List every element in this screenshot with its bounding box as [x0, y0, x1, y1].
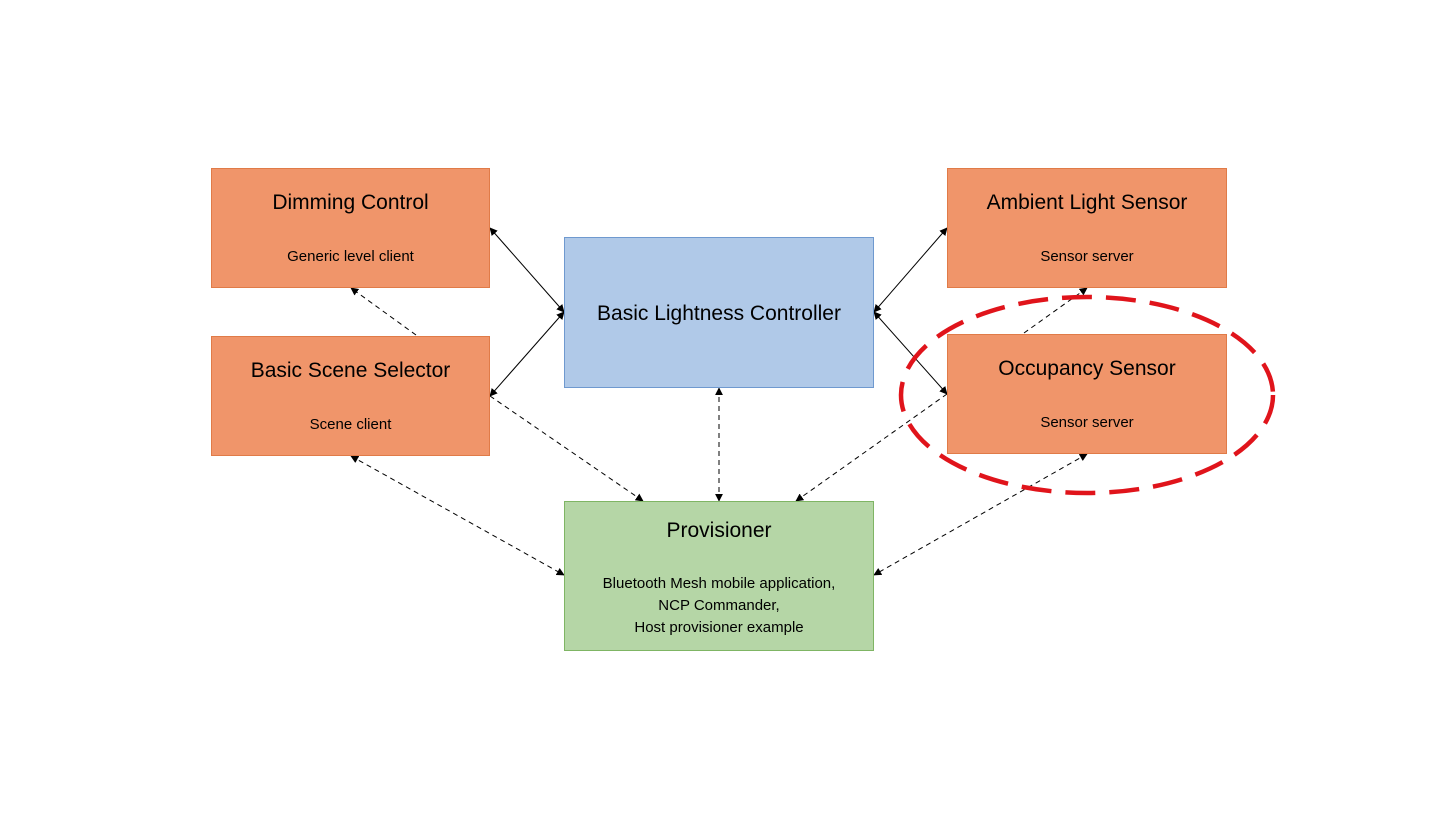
basic-lightness-controller-box: Basic Lightness Controller [564, 237, 874, 388]
edge-occupancy-blc [873, 311, 948, 395]
basic-scene-selector-title: Basic Scene Selector [250, 359, 451, 382]
edge-occupancy-provisioner-upper [795, 393, 948, 502]
provisioner-subtitle-line: Host provisioner example [634, 619, 804, 636]
provisioner-subtitle-line: NCP Commander, [658, 597, 780, 614]
edge-scene-dimming [350, 287, 417, 336]
edge-ambient-blc [873, 227, 948, 313]
ambient-light-sensor-subtitle: Sensor server [1040, 248, 1134, 265]
provisioner-subtitle-line: Bluetooth Mesh mobile application, [602, 575, 836, 592]
edge-scene-provisioner-upper [489, 395, 644, 502]
edge-dimming-blc [489, 227, 565, 313]
edge-occupancy-provisioner-lower [873, 453, 1088, 576]
basic-scene-selector-subtitle: Scene client [309, 416, 392, 433]
provisioner-box: Provisioner Bluetooth Mesh mobile applic… [564, 501, 874, 651]
ambient-light-sensor-box: Ambient Light Sensor Sensor server [947, 168, 1227, 288]
dimming-control-subtitle: Generic level client [287, 248, 414, 265]
occupancy-sensor-title: Occupancy Sensor [998, 357, 1176, 380]
dimming-control-title: Dimming Control [272, 191, 429, 214]
provisioner-title: Provisioner [666, 519, 772, 542]
occupancy-sensor-box: Occupancy Sensor Sensor server [947, 334, 1227, 454]
basic-lightness-controller-title: Basic Lightness Controller [597, 302, 841, 325]
edge-scene-provisioner-lower [350, 455, 565, 576]
edge-occupancy-ambient [1023, 287, 1088, 334]
basic-scene-selector-box: Basic Scene Selector Scene client [211, 336, 490, 456]
ambient-light-sensor-title: Ambient Light Sensor [986, 191, 1188, 214]
edge-scene-blc [489, 311, 565, 397]
occupancy-sensor-subtitle: Sensor server [1040, 414, 1134, 431]
provisioner-subtitle: Bluetooth Mesh mobile application, NCP C… [565, 573, 873, 639]
dimming-control-box: Dimming Control Generic level client [211, 168, 490, 288]
